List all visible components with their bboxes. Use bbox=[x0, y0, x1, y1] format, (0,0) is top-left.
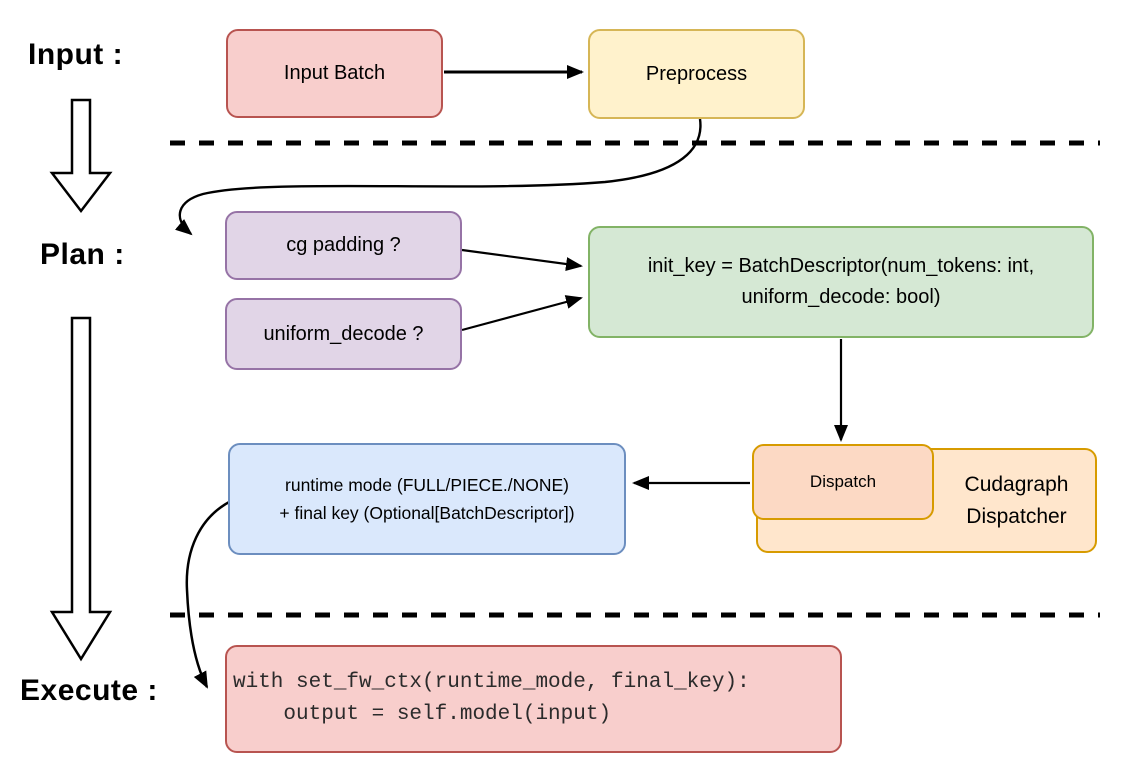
node-uniform-decode-label: uniform_decode ? bbox=[263, 322, 424, 345]
node-uniform-decode: uniform_decode ? bbox=[225, 298, 462, 370]
stage-label-plan: Plan : bbox=[40, 238, 125, 271]
node-preprocess-label: Preprocess bbox=[645, 62, 748, 85]
node-init-key-line2: uniform_decode: bool) bbox=[741, 286, 941, 308]
stage-arrow-plan-to-execute bbox=[49, 316, 113, 662]
node-dispatch-label: Dispatch bbox=[809, 472, 877, 491]
node-execute-code-line1: with set_fw_ctx(runtime_mode, final_key)… bbox=[233, 671, 750, 694]
node-dispatch: Dispatch bbox=[752, 444, 934, 520]
node-cudagraph-dispatcher-line2: Dispatcher bbox=[966, 504, 1067, 528]
stage-label-input: Input : bbox=[28, 38, 124, 71]
stage-label-execute: Execute : bbox=[20, 674, 158, 707]
node-input-batch: Input Batch bbox=[226, 29, 443, 118]
node-cudagraph-dispatcher-label: Cudagraph Dispatcher bbox=[938, 450, 1095, 551]
node-runtime-mode-line1: runtime mode (FULL/PIECE./NONE) bbox=[285, 475, 569, 495]
node-preprocess: Preprocess bbox=[588, 29, 805, 119]
node-execute-code: with set_fw_ctx(runtime_mode, final_key)… bbox=[225, 645, 842, 753]
node-init-key-line1: init_key = BatchDescriptor(num_tokens: i… bbox=[647, 255, 1035, 277]
node-cudagraph-dispatcher-line1: Cudagraph bbox=[964, 472, 1069, 496]
node-cg-padding-label: cg padding ? bbox=[286, 234, 401, 256]
node-input-batch-label: Input Batch bbox=[283, 62, 386, 84]
connector-runtimemode-to-executecode bbox=[185, 498, 234, 689]
node-runtime-mode-line2: + final key (Optional[BatchDescriptor]) bbox=[279, 503, 575, 523]
node-cg-padding: cg padding ? bbox=[225, 211, 462, 280]
node-init-key: init_key = BatchDescriptor(num_tokens: i… bbox=[588, 226, 1094, 338]
connector-preprocess-to-cgpadding bbox=[175, 118, 702, 236]
node-execute-code-line2: output = self.model(input) bbox=[233, 703, 612, 726]
connector-uniformdecode-to-initkey bbox=[461, 295, 583, 332]
node-runtime-mode: runtime mode (FULL/PIECE./NONE) + final … bbox=[228, 443, 626, 555]
connector-cgpadding-to-initkey bbox=[461, 248, 583, 271]
stage-arrow-input-to-plan bbox=[49, 98, 113, 214]
